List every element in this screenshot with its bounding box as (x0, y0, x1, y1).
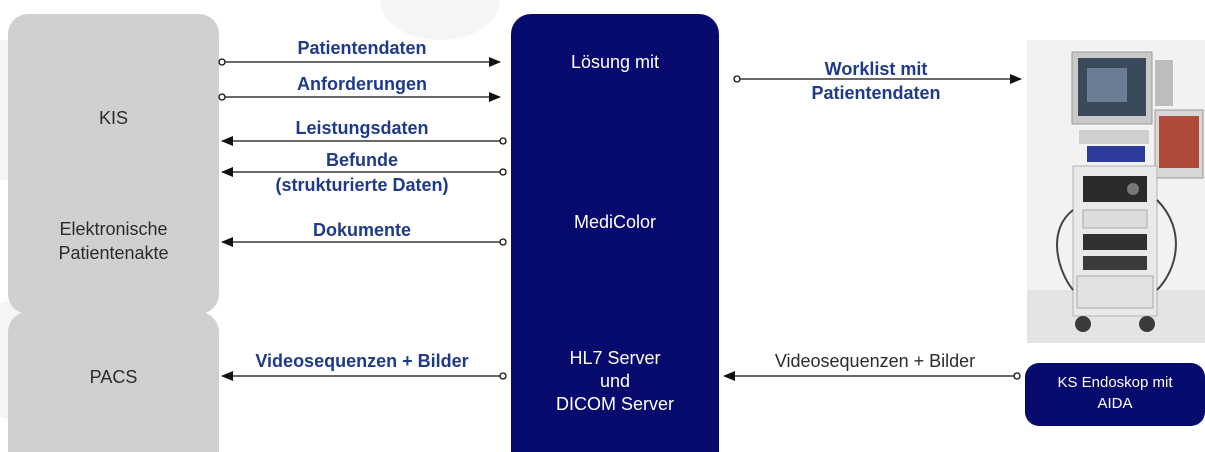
kis-epa-block: KIS Elektronische Patientenakte (8, 14, 219, 314)
pacs-block: PACS (8, 312, 219, 452)
label-worklist-line1: Worklist mit (824, 59, 928, 79)
endoscopy-cart-illustration (1027, 40, 1205, 343)
label-befunde-line1: Befunde (326, 150, 398, 170)
medicolor-server-block: Lösung mit MediColor HL7 Server und DICO… (511, 14, 719, 452)
dicom-server-label: DICOM Server (555, 394, 674, 414)
endoscopy-cart-photo (1027, 40, 1205, 343)
epa-label-line1: Elektronische (59, 219, 168, 239)
solution-label: Lösung mit (570, 52, 660, 72)
label-worklist-line2: Patientendaten (811, 83, 941, 103)
hl7-server-label: HL7 Server (569, 348, 661, 368)
label-patientendaten: Patientendaten (297, 38, 427, 58)
label-video-to-pacs: Videosequenzen + Bilder (255, 351, 469, 371)
label-anforderungen: Anforderungen (297, 74, 427, 94)
label-leistungsdaten: Leistungsdaten (295, 118, 429, 138)
and-label: und (599, 371, 631, 391)
kis-label: KIS (98, 108, 128, 128)
label-video-to-server: Videosequenzen + Bilder (774, 351, 976, 371)
ks-endoscope-aida-block: KS Endoskop mit AIDA (1025, 363, 1205, 426)
epa-label-line2: Patientenakte (58, 243, 169, 263)
label-befunde-line2: (strukturierte Daten) (275, 175, 449, 195)
pacs-label: PACS (89, 367, 138, 387)
medicolor-label: MediColor (573, 212, 657, 232)
ks-endoscope-label-line2: AIDA (1097, 395, 1133, 412)
ks-endoscope-label-line1: KS Endoskop mit (1057, 374, 1173, 391)
label-dokumente: Dokumente (312, 220, 411, 240)
